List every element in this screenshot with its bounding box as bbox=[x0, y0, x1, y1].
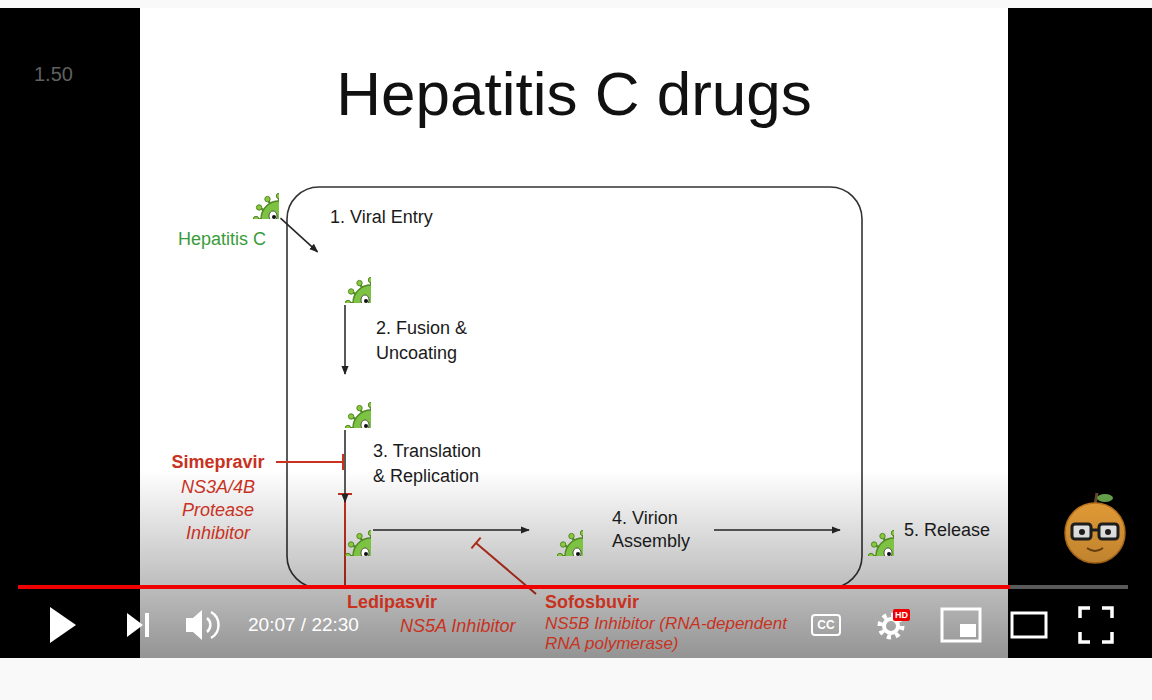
virus-node bbox=[319, 504, 371, 556]
virus-node: 5. Release bbox=[842, 504, 990, 556]
virus-label: 5. Release bbox=[904, 519, 990, 542]
time-display: 20:07 / 22:30 bbox=[248, 614, 359, 636]
drug-name: Simepravir bbox=[160, 452, 276, 473]
virus-icon bbox=[319, 504, 371, 556]
flow-arrow bbox=[344, 430, 346, 502]
drug-name: Ledipasvir bbox=[347, 592, 437, 613]
virus-icon bbox=[319, 251, 371, 303]
flow-arrow bbox=[280, 218, 317, 252]
slide-title: Hepatitis C drugs bbox=[140, 58, 1008, 129]
flow-arrow bbox=[373, 529, 529, 531]
virus-icon bbox=[531, 504, 583, 556]
step-label: 3. Translation & Replication bbox=[373, 439, 498, 489]
speed-indicator: 1.50 bbox=[34, 63, 73, 86]
virus-icon bbox=[319, 376, 371, 428]
virus-node: 4. Virion Assembly bbox=[531, 504, 712, 556]
virus-node: Hepatitis C bbox=[227, 167, 279, 219]
drug-name: Sofosbuvir bbox=[545, 592, 639, 613]
virus-label: Hepatitis C bbox=[178, 228, 266, 251]
drug-target: NS3A/4B Protease Inhibitor bbox=[160, 476, 276, 545]
virus-icon bbox=[842, 504, 894, 556]
virus-node bbox=[319, 251, 371, 303]
flow-arrow bbox=[714, 529, 840, 531]
virus-icon bbox=[227, 167, 279, 219]
step-label: 1. Viral Entry bbox=[330, 205, 433, 230]
virus-label: 4. Virion Assembly bbox=[612, 507, 712, 553]
cc-button: CC bbox=[811, 614, 841, 636]
step-label: 2. Fusion & Uncoating bbox=[376, 316, 486, 366]
drug-target: NS5B Inhibitor (RNA-dependent RNA polyme… bbox=[545, 614, 803, 654]
virus-node bbox=[319, 376, 371, 428]
hd-badge: HD bbox=[893, 609, 910, 621]
flow-arrow bbox=[344, 305, 346, 374]
drug-target: NS5A Inhibitor bbox=[400, 616, 515, 637]
